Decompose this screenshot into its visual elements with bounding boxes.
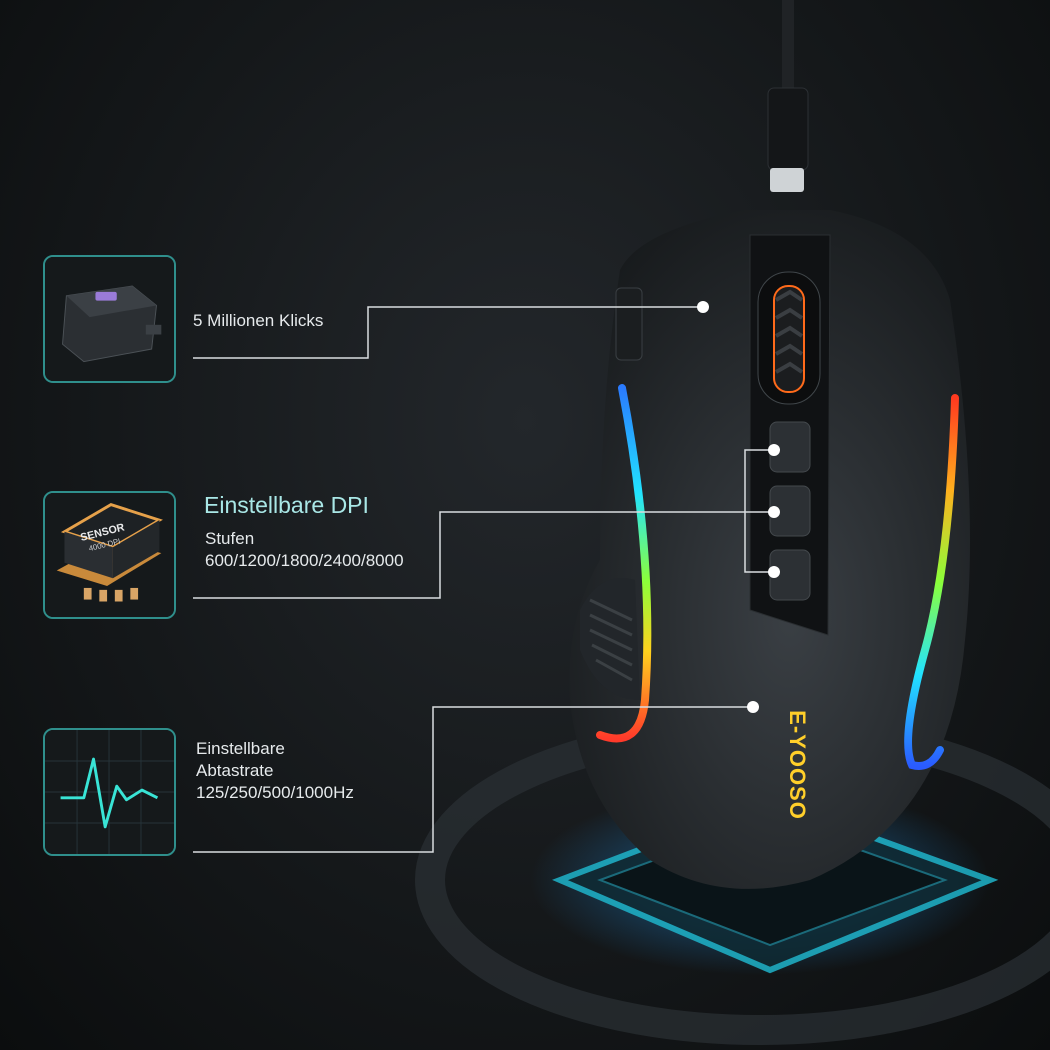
- callout-dot: [768, 566, 780, 578]
- feature-polling-line1: Einstellbare: [196, 739, 285, 758]
- callout-dot: [768, 506, 780, 518]
- feature-dpi-title: Einstellbare DPI: [204, 492, 369, 518]
- callout-dot: [768, 444, 780, 456]
- feature-clicks-label: 5 Millionen Klicks: [193, 311, 324, 330]
- callout-dot: [747, 701, 759, 713]
- polling-thumbnail: [43, 728, 176, 856]
- feature-polling-line2: Abtastrate: [196, 761, 274, 780]
- callout-dot: [697, 301, 709, 313]
- switch-thumbnail: [43, 255, 176, 383]
- sensor-thumbnail: SENSOR 4000 DPI: [43, 491, 176, 619]
- brand-text: E-YOOSO: [785, 710, 810, 820]
- usb-c-cable: [767, 0, 809, 192]
- feature-dpi-values: 600/1200/1800/2400/8000: [205, 551, 404, 570]
- callout-lines: [193, 306, 774, 853]
- feature-dpi-subtitle: Stufen: [205, 529, 255, 548]
- sensor-chip-icon: SENSOR 4000 DPI: [45, 493, 174, 617]
- switch-icon: [45, 257, 174, 381]
- feature-polling-values: 125/250/500/1000Hz: [196, 783, 354, 802]
- heartbeat-icon: [45, 730, 174, 854]
- brand-logo: E-YOOSO: [785, 710, 810, 820]
- mouse-body: [569, 210, 970, 889]
